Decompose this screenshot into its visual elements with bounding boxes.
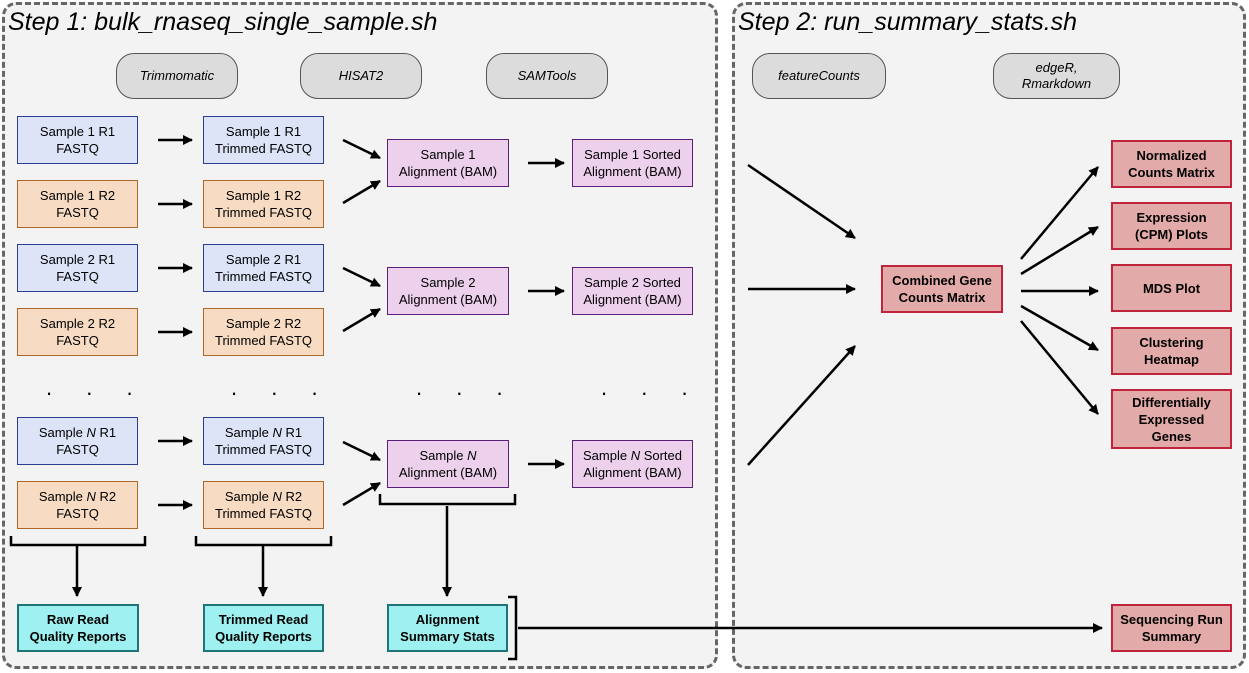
tool-edger-rmarkdown: edgeR,Rmarkdown [993,53,1120,99]
ellipsis-alignment: . . . [416,375,517,400]
bracket-reports-right [508,595,518,661]
tool-featurecounts: featureCounts [752,53,886,99]
output-expression-cpm-plots: Expression(CPM) Plots [1111,202,1232,250]
tool-samtools: SAMTools [486,53,608,99]
arrow-align-s2r1 [342,266,381,288]
tool-trimmomatic: Trimmomatic [116,53,238,99]
output-mds-plot: MDS Plot [1111,264,1232,312]
ellipsis-sorted: . . . [601,375,702,400]
ellipsis-trimmed: . . . [231,375,332,400]
arrow-to-clustering [1020,304,1099,352]
bracket-alignment [378,494,517,506]
arrow-into-combined-bottom [747,345,856,466]
arrow-align-snr1 [342,440,381,462]
arrow-to-de [1020,320,1099,415]
arrow-to-expression [1020,225,1099,276]
arrow-to-normalized [1020,166,1099,260]
arrow-align-snr2 [342,481,381,507]
step1-title: Step 1: bulk_rnaseq_single_sample.sh [8,8,438,36]
arrow-align-s1r1 [342,138,381,160]
arrow-align-s1r2 [342,179,381,205]
arrow-align-s2r2 [342,307,381,333]
bracket-trimmed-fastq [194,536,333,547]
arrow-into-combined-top [747,163,856,240]
bracket-raw-fastq [9,536,147,547]
ellipsis-fastq: . . . [46,375,147,400]
tool-hisat2: HISAT2 [300,53,422,99]
step2-title: Step 2: run_summary_stats.sh [738,8,1078,36]
